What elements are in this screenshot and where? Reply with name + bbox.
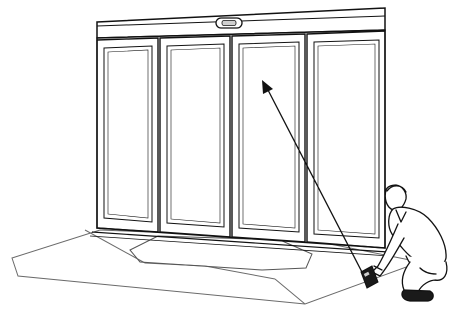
door-sensor-icon — [216, 18, 242, 28]
door-frame — [97, 30, 385, 248]
